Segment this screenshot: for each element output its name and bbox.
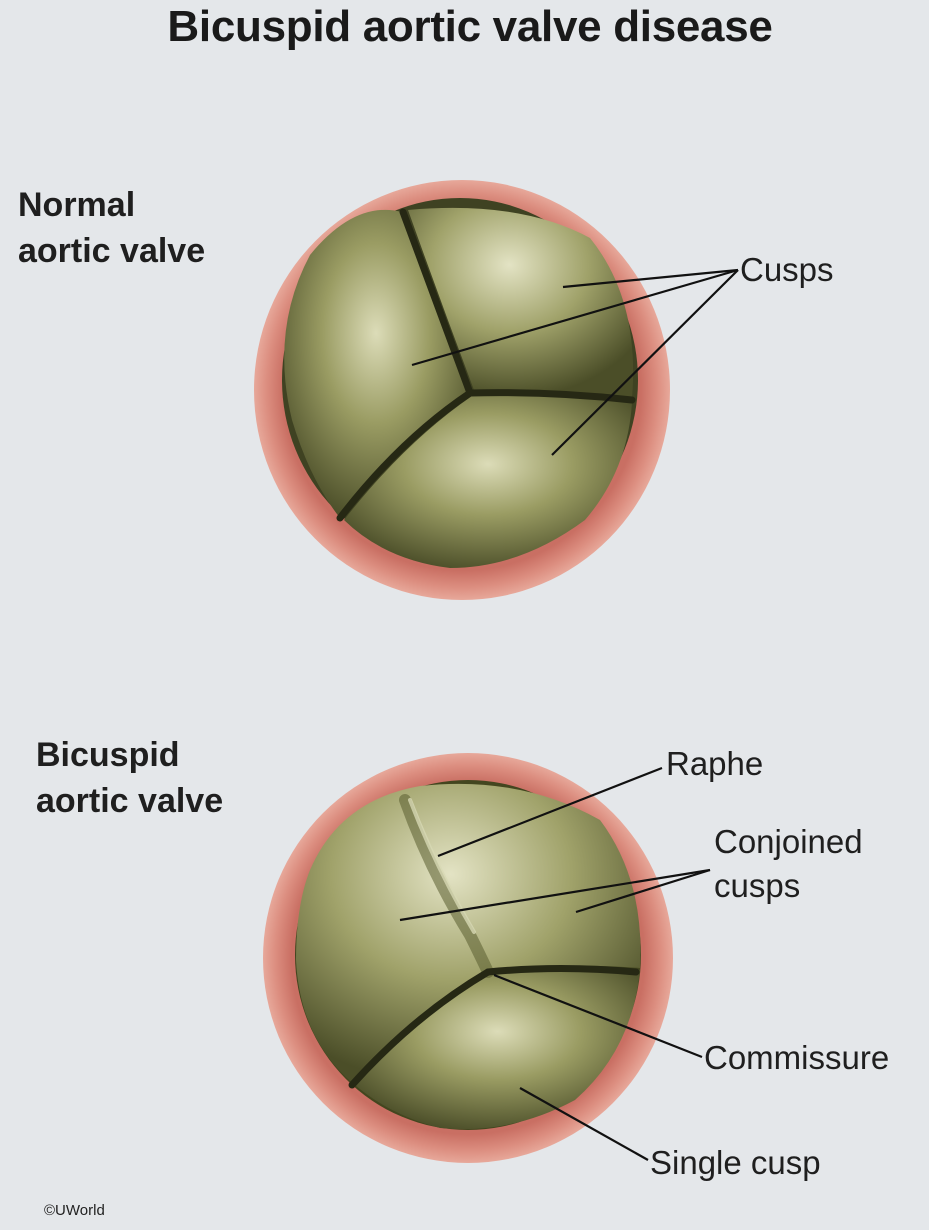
normal-valve-label-line2: aortic valve xyxy=(18,232,206,270)
leader-raphe xyxy=(437,766,663,858)
leader-commissure xyxy=(493,973,703,1059)
figure-title: Bicuspid aortic valve disease xyxy=(167,2,773,51)
leader-cusps-1 xyxy=(562,268,739,289)
bicuspid-single-cusp xyxy=(355,966,640,1130)
leader-conjoined-1 xyxy=(399,868,711,922)
bicuspid-valve-label-line1: Bicuspid xyxy=(36,736,180,774)
single-cusp-callout: Single cusp xyxy=(650,1144,821,1181)
leader-cusps-3 xyxy=(551,269,739,456)
bicuspid-valve-label: Bicuspid aortic valve xyxy=(36,732,223,824)
bicuspid-valve-diagram xyxy=(263,753,673,1163)
conjoined-cusps-line1: Conjoined xyxy=(714,823,863,860)
bicuspid-raphe xyxy=(399,794,494,978)
cusps-callout: Cusps xyxy=(740,251,834,288)
normal-valve-label: Normal aortic valve xyxy=(18,182,205,274)
conjoined-cusps-line2: cusps xyxy=(714,867,801,904)
leader-single-cusp xyxy=(519,1087,649,1161)
normal-commissures xyxy=(336,208,636,522)
leader-lines xyxy=(399,268,739,1161)
commissure-callout: Commissure xyxy=(704,1039,890,1076)
normal-valve-label-line1: Normal xyxy=(18,186,136,224)
leader-cusps-2 xyxy=(411,268,739,367)
leader-conjoined-2 xyxy=(575,868,711,914)
bicuspid-valve-label-line2: aortic valve xyxy=(36,782,224,820)
normal-cusp-bottom xyxy=(344,394,632,568)
raphe-callout: Raphe xyxy=(666,745,764,782)
copyright-notice: ©UWorld xyxy=(44,1202,105,1219)
bicuspid-commissure xyxy=(348,965,640,1089)
normal-valve-diagram xyxy=(254,180,670,600)
conjoined-cusps-callout: Conjoined cusps xyxy=(714,820,863,908)
normal-cusp-left xyxy=(284,209,468,518)
